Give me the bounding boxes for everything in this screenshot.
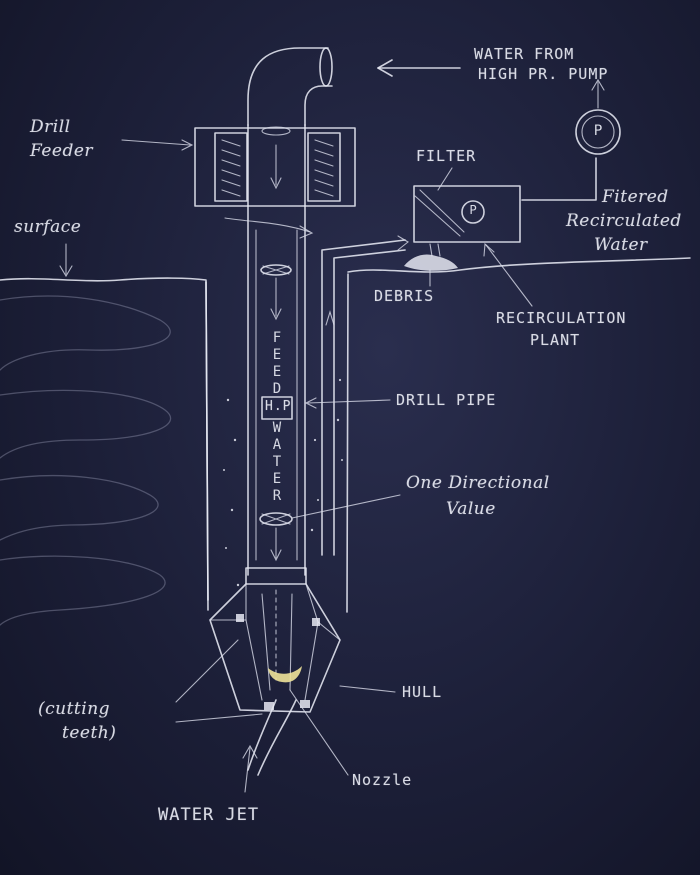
label-drill: Drill [30,117,71,137]
inlet-elbow [247,47,329,126]
label-plant: PLANT [530,331,581,349]
label-filtered: Fitered [602,187,669,207]
teeth-pointer-1 [175,639,239,703]
label-feeder: Feeder [30,141,94,161]
drill-bit-drawing [209,567,341,713]
label-recirculated: Recirculated [566,211,682,231]
filtered-return-line [521,157,597,201]
soil-strokes [0,295,172,626]
label-filter: FILTER [416,147,477,165]
label-recirculation: RECIRCULATION [496,309,627,327]
borehole-wall-left [205,281,209,611]
drill-feeder-drawing [194,126,356,207]
pump-symbol-plant: P [469,203,477,217]
label-high-pr-pump: HIGH PR. PUMP [478,65,609,83]
label-nozzle: Nozzle [352,771,413,789]
label-water-jet: WATER JET [158,805,260,825]
label-hull: HULL [402,683,443,701]
hull-pointer [339,685,396,693]
surface-line-right [347,257,691,273]
label-one-directional: One Directional [406,473,550,493]
drill-pipe-pointer [307,399,391,404]
recirculation-plant-drawing [404,185,521,271]
pump-symbol-top: P [593,123,603,139]
label-teeth: teeth) [62,723,117,743]
label-feed: FEED [272,330,282,397]
label-water-right: Water [594,235,648,255]
debris-dots [223,378,343,587]
label-debris: DEBRIS [374,287,435,305]
surface-line [0,277,209,601]
pump-circle [575,109,621,155]
water-jet-stream [247,699,277,771]
return-pipe-outer [321,239,406,556]
teeth-pointer-2 [175,713,263,723]
label-surface: surface [14,217,82,237]
label-value: Value [446,499,496,519]
label-drill-pipe: DRILL PIPE [396,391,497,409]
hp-box [261,396,293,420]
label-hp: H.P [265,399,292,414]
return-pipe-inner [333,249,406,556]
valve-top [260,264,292,321]
nozzle-pointer [289,689,349,776]
valve-pointer [291,494,401,519]
label-water-vertical: WATER [272,420,282,504]
borehole-wall-right [346,273,349,613]
one-directional-valve [259,512,293,562]
label-water-from: WATER FROM [474,45,575,63]
label-cutting: (cutting [38,699,111,719]
